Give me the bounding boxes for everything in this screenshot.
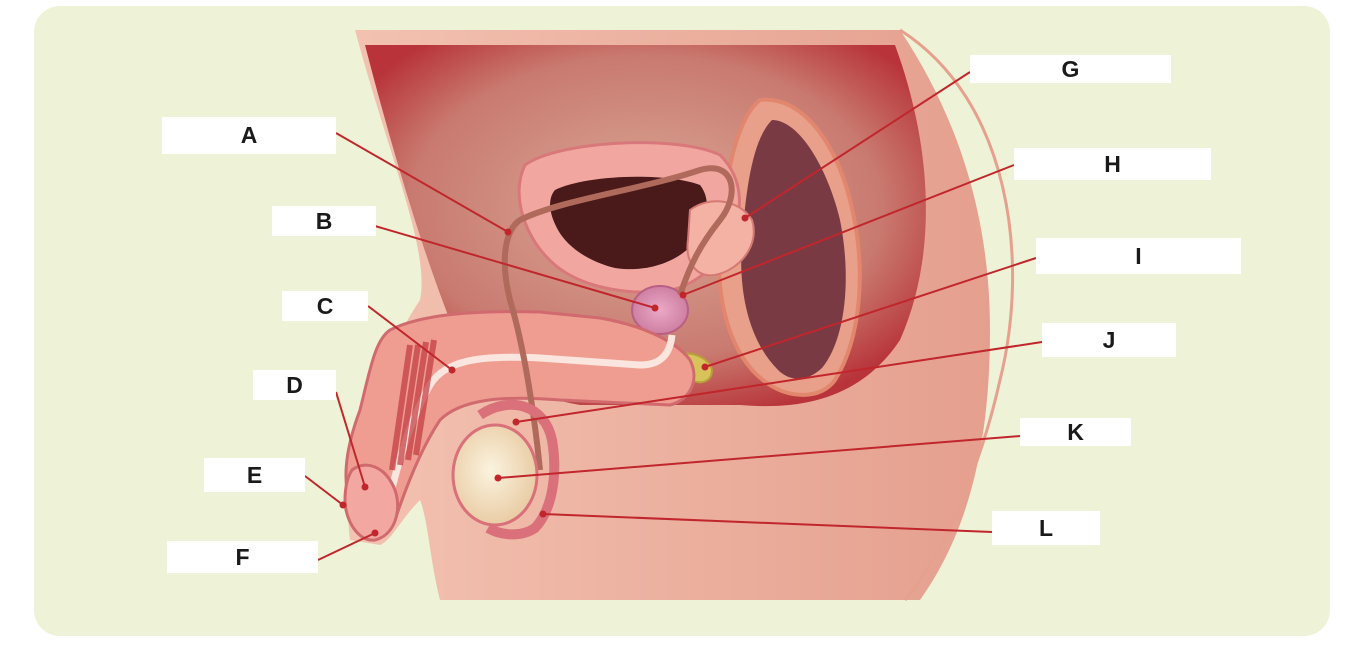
leader-dot-g <box>741 214 749 222</box>
leader-line-l <box>542 513 993 533</box>
leader-line-g <box>744 71 971 219</box>
leader-dot-i <box>701 363 709 371</box>
leader-dot-c <box>448 366 456 374</box>
vas-deferens <box>501 165 735 471</box>
leader-dot-l <box>539 510 547 518</box>
corpus-spongiosum-ridges <box>389 339 437 471</box>
leader-line-j <box>515 341 1043 423</box>
leader-dot-k <box>494 474 502 482</box>
label-f[interactable]: F <box>167 541 318 573</box>
leader-line-f <box>317 532 376 561</box>
leader-dot-f <box>371 529 379 537</box>
leader-dot-d <box>361 483 369 491</box>
label-i[interactable]: I <box>1036 238 1241 274</box>
label-e[interactable]: E <box>204 458 305 492</box>
leader-line-k <box>497 435 1021 479</box>
leader-line-c <box>367 305 453 371</box>
label-a[interactable]: A <box>162 117 336 154</box>
label-g[interactable]: G <box>970 55 1171 83</box>
leader-dot-e <box>339 501 347 509</box>
leader-line-a <box>335 132 509 233</box>
glans <box>343 463 400 542</box>
label-j[interactable]: J <box>1042 323 1176 357</box>
label-l[interactable]: L <box>992 511 1100 545</box>
label-h[interactable]: H <box>1014 148 1211 180</box>
leader-dot-b <box>651 304 659 312</box>
rectum-lumen <box>741 120 846 379</box>
leader-dot-j <box>512 418 520 426</box>
leader-dot-a <box>504 228 512 236</box>
leader-line-h <box>682 164 1015 296</box>
leader-line-d <box>335 391 366 488</box>
leader-line-e <box>304 475 344 506</box>
label-d[interactable]: D <box>253 370 336 400</box>
label-b[interactable]: B <box>272 206 376 236</box>
leader-dot-h <box>679 291 687 299</box>
label-c[interactable]: C <box>282 291 368 321</box>
buttock-outline <box>899 28 1015 601</box>
leader-line-i <box>704 257 1037 368</box>
leader-line-b <box>374 225 656 309</box>
prostate-gland <box>631 285 689 335</box>
penis-shaft <box>344 310 696 536</box>
epididymis <box>477 399 560 540</box>
label-k[interactable]: K <box>1020 418 1131 446</box>
